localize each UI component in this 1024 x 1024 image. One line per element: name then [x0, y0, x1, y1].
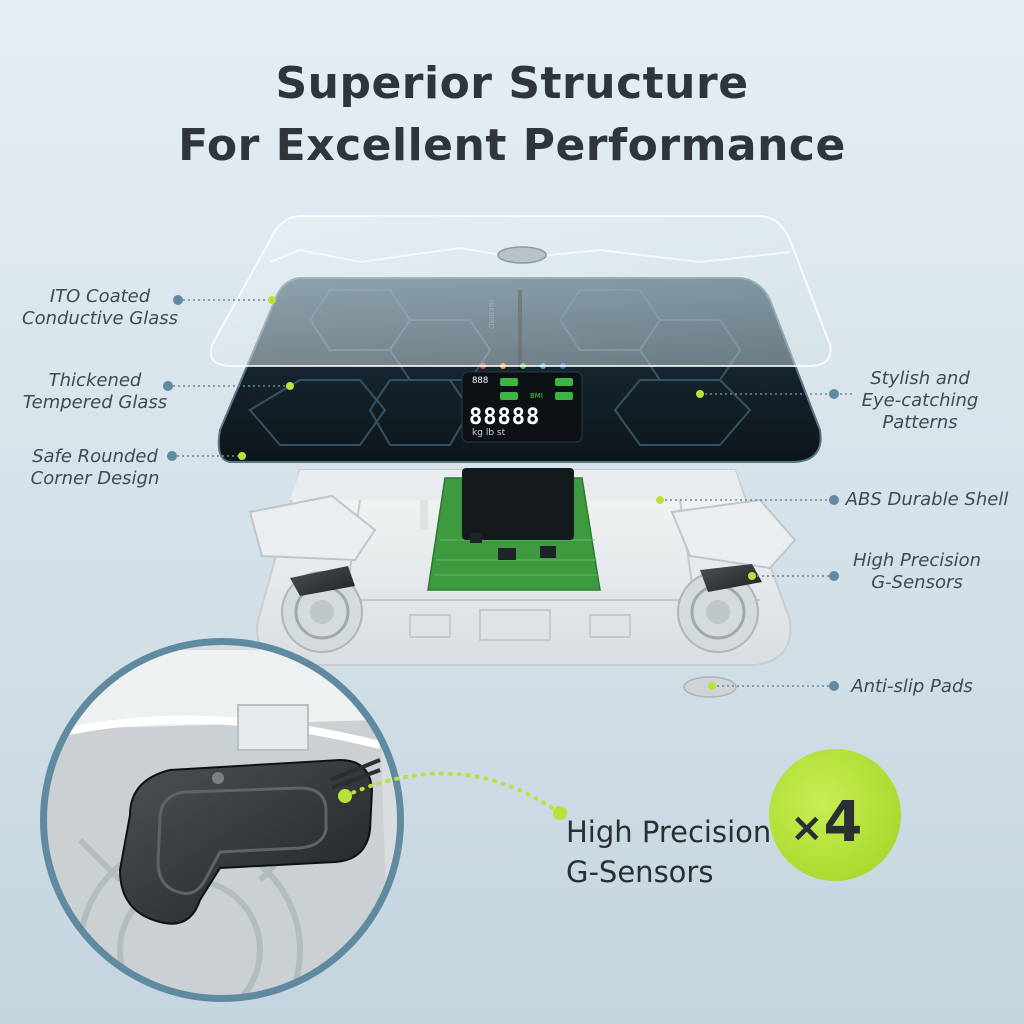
led-unit-labels: kg lb st	[472, 428, 506, 438]
led-display	[461, 363, 583, 443]
callout-rounded-corner: Safe Rounded Corner Design	[30, 446, 160, 489]
pcb-board	[420, 468, 601, 591]
ito-electrode-button	[497, 246, 547, 264]
led-main-digits: 88888	[469, 405, 541, 430]
callout-patterns: Stylish and Eye-catching Patterns	[861, 368, 979, 433]
g-sensor-left	[290, 566, 355, 596]
led-bmi-label: BMI	[530, 392, 543, 400]
multiplier-badge	[769, 749, 901, 881]
led-small-digits: 888	[472, 376, 489, 386]
callout-ito-coated-glass: ITO Coated Conductive Glass	[22, 286, 178, 329]
headline-line-1: Superior Structure	[275, 58, 749, 109]
g-sensor-right	[700, 564, 762, 592]
multiplier-sign: ×	[790, 805, 824, 851]
multiplier-label: ×4	[790, 790, 862, 855]
callout-g-sensors: High Precision G-Sensors	[852, 550, 982, 593]
callout-tempered-glass: Thickened Tempered Glass	[22, 370, 168, 413]
cover-plate-right	[670, 498, 797, 570]
brand-logo: INKBIRD	[487, 300, 495, 330]
magnified-sensor-view	[40, 638, 404, 1002]
callout-abs-shell: ABS Durable Shell	[845, 489, 1009, 510]
multiplier-count: 4	[823, 790, 863, 855]
cover-plate-left	[248, 494, 377, 562]
callout-anti-slip-pads: Anti-slip Pads	[851, 676, 973, 697]
headline-line-2: For Excellent Performance	[178, 120, 846, 171]
ito-coated-glass	[210, 215, 832, 367]
load-cell-well-right	[677, 571, 759, 653]
feature-label: High Precision G-Sensors	[566, 815, 772, 889]
